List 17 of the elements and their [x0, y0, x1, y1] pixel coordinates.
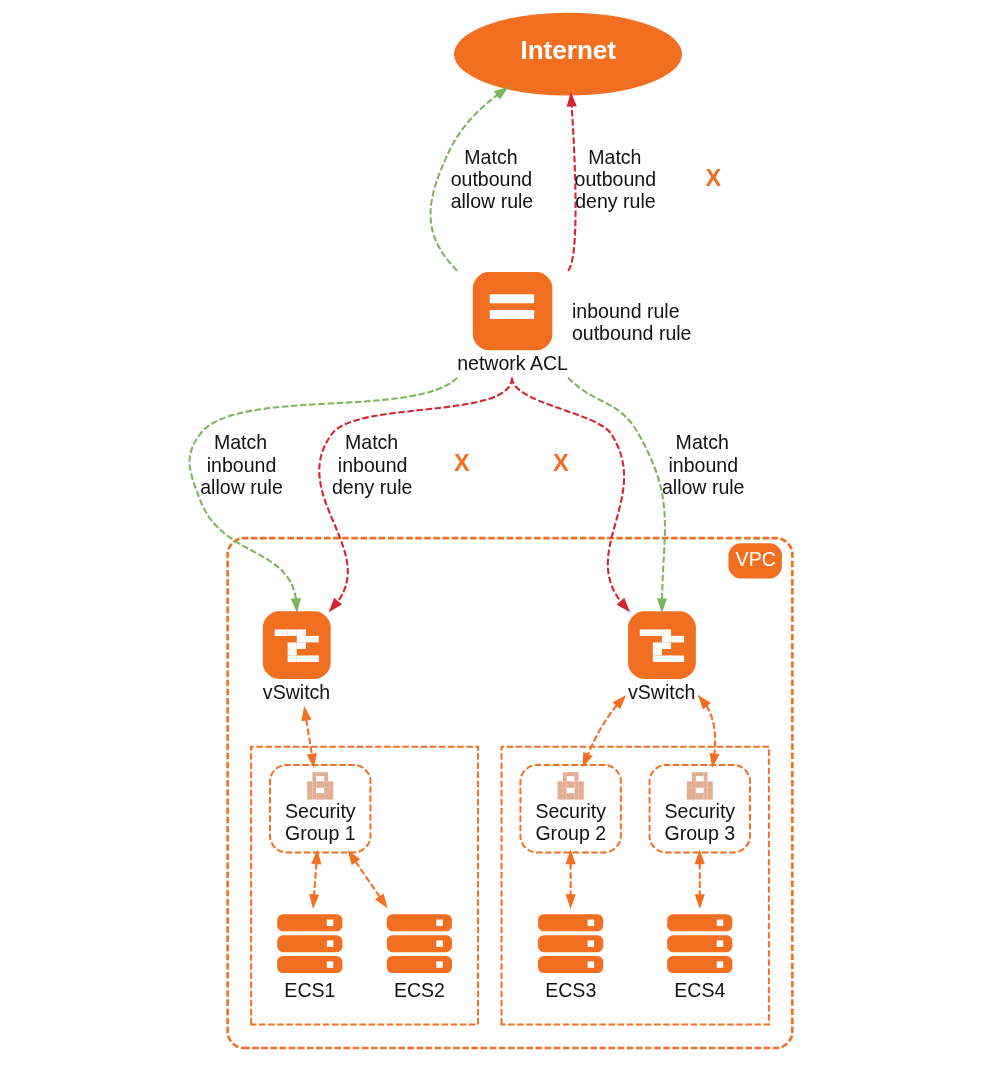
- edge-label: Match inbound allow rule: [200, 431, 283, 498]
- edge-label: Match outbound deny rule: [574, 145, 657, 213]
- label: X: [705, 164, 722, 191]
- node-label: ECS1: [284, 978, 336, 1001]
- node-label: outbound rule: [571, 321, 692, 344]
- label: X: [553, 450, 569, 477]
- node-label: inbound rule: [571, 299, 680, 322]
- edge-label: Match outbound allow rule: [450, 145, 534, 213]
- node-label: network ACL: [457, 351, 569, 374]
- node-label: ECS3: [545, 978, 597, 1001]
- node-label: vSwitch: [628, 680, 696, 703]
- node-label: ECS2: [393, 978, 445, 1001]
- edge-label: Match inbound allow rule: [661, 431, 745, 498]
- node-label: ECS4: [674, 978, 726, 1001]
- label: X: [453, 450, 470, 477]
- edge-label: Match inbound deny rule: [331, 431, 413, 498]
- node-label: vSwitch: [262, 680, 331, 703]
